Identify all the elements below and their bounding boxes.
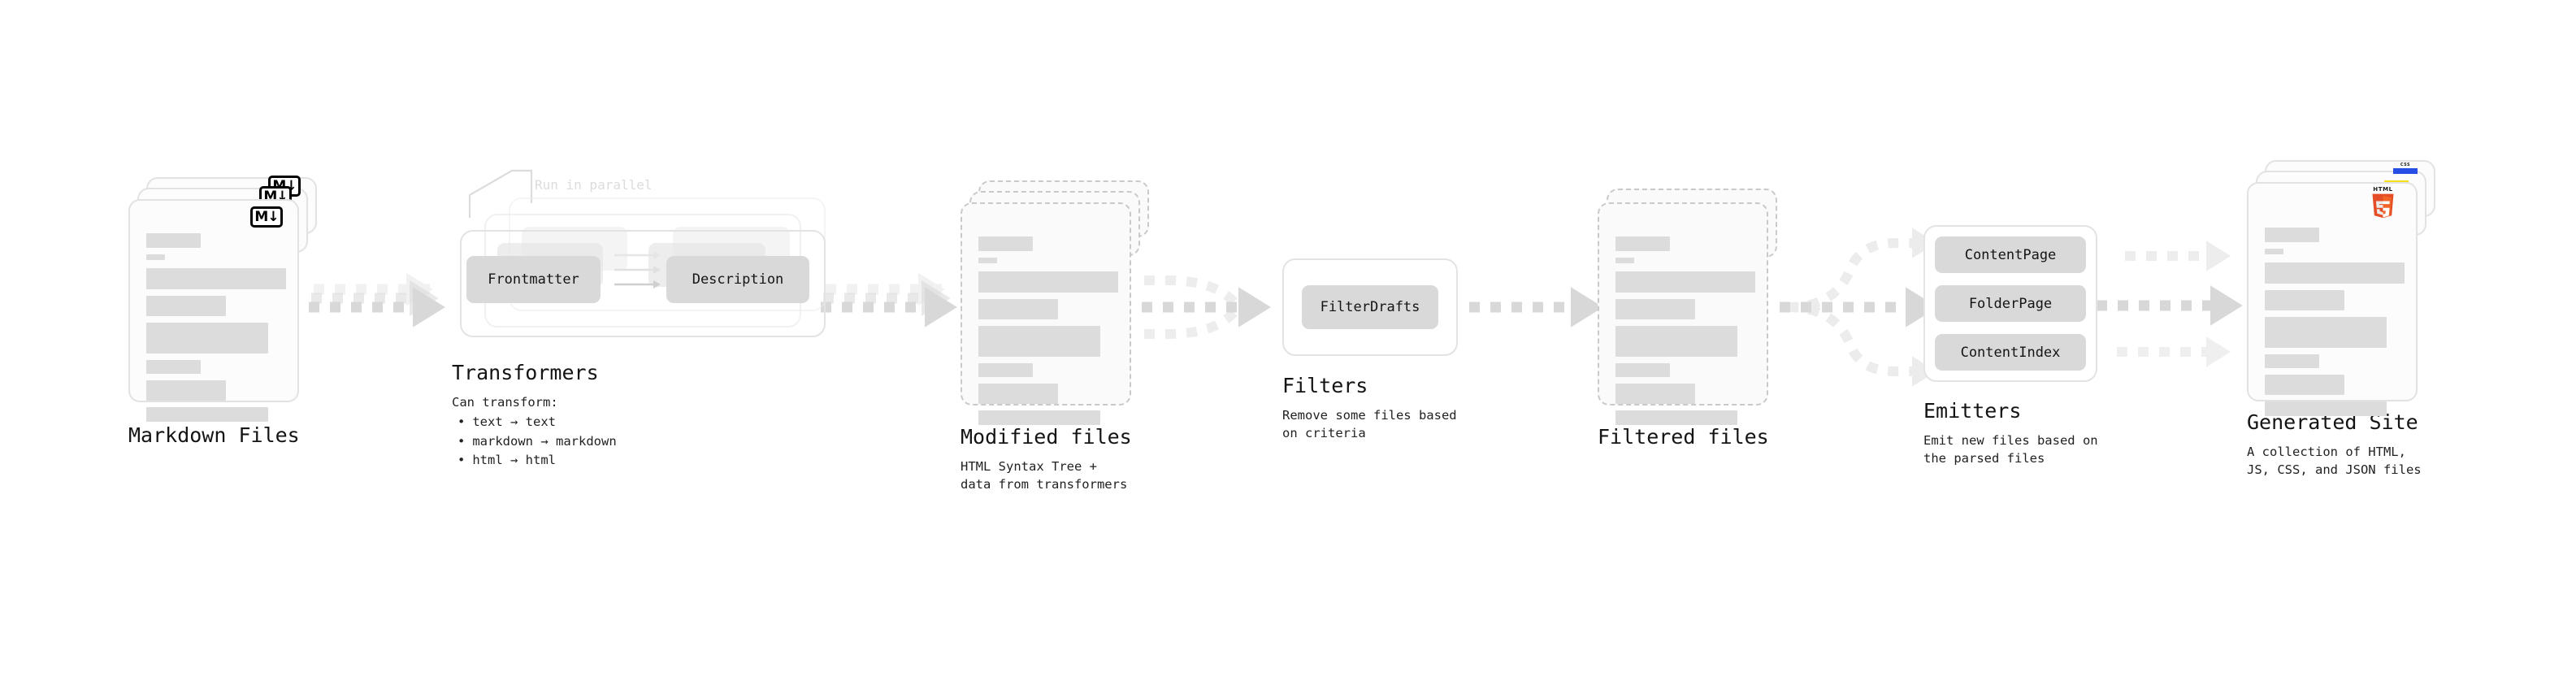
pill-filterdrafts[interactable]: FilterDrafts	[1302, 285, 1438, 329]
stage-filtered-files: Filtered files	[1598, 180, 1786, 449]
stage-modified-files: Modified files HTML Syntax Tree + data f…	[961, 180, 1149, 494]
stage-emitters: ContentPage FolderPage ContentIndex Emit…	[1923, 225, 2098, 468]
filtered-content-skeleton	[1615, 232, 1755, 425]
stage-subtitle-emitters: Emit new files based on the parsed files	[1923, 433, 2098, 466]
conn-modified-to-filters	[1142, 275, 1271, 339]
css3-icon: CSS	[2393, 163, 2418, 174]
run-in-parallel-label: Run in parallel	[535, 177, 653, 193]
stage-transformers: Frontmatter Description Run in parallel …	[452, 177, 834, 470]
stage-generated-site: CSS HTML Generated Site A collection of …	[2247, 160, 2435, 479]
stage-title-transformers: Transformers	[452, 361, 599, 384]
transformers-stack: Frontmatter Description	[452, 197, 834, 368]
emitters-box-wrap: ContentPage FolderPage ContentIndex	[1923, 225, 2097, 382]
stage-subtitle-transformers: Can transform:	[452, 395, 558, 410]
conn-transformers-to-modified	[821, 272, 957, 327]
conn-filters-to-filtered	[1469, 287, 1603, 327]
conn-emitters-to-site	[2097, 241, 2243, 367]
stage-title-filters: Filters	[1282, 374, 1368, 397]
stage-subtitle-modified-files: HTML Syntax Tree + data from transformer…	[961, 459, 1128, 492]
transform-bullet-0: text → text	[452, 413, 834, 432]
filters-box-wrap: FilterDrafts	[1282, 258, 1458, 356]
conn-md-to-transformers	[309, 272, 445, 327]
generated-file-stack: CSS HTML	[2247, 160, 2435, 416]
transformer-internal-arrows	[614, 251, 661, 288]
stage-markdown-files: M↓ M↓ M↓ Markdown Files	[128, 176, 317, 447]
pill-contentindex[interactable]: ContentIndex	[1935, 334, 2086, 371]
stage-filters: FilterDrafts Filters Remove some files b…	[1282, 258, 1458, 443]
stage-title-modified-files: Modified files	[961, 425, 1132, 449]
stage-subtitle-filters: Remove some files based on criteria	[1282, 408, 1457, 441]
markdown-icon: M↓	[250, 206, 283, 228]
pill-frontmatter[interactable]: Frontmatter	[466, 256, 601, 303]
markdown-file-stack: M↓ M↓ M↓	[128, 176, 317, 422]
conn-filtered-to-emitters	[1780, 228, 1938, 387]
pill-description[interactable]: Description	[666, 256, 809, 303]
site-content-skeleton	[2265, 211, 2405, 416]
site-sheet-front	[2247, 182, 2418, 416]
html5-shield	[2372, 193, 2394, 219]
file-content-skeleton	[146, 228, 286, 422]
transformers-bullet-list: text → text markdown → markdown html → h…	[452, 413, 834, 470]
filtered-file-stack	[1598, 180, 1786, 425]
transformer-layer-1	[460, 230, 826, 337]
pill-folderpage[interactable]: FolderPage	[1935, 285, 2086, 322]
stage-title-emitters: Emitters	[1923, 399, 2022, 423]
html5-icon: HTML	[2370, 187, 2396, 226]
file-sheet-front	[128, 199, 299, 422]
stage-subtitle-generated-site: A collection of HTML, JS, CSS, and JSON …	[2247, 445, 2422, 478]
stage-title-filtered-files: Filtered files	[1598, 425, 1769, 449]
transform-bullet-2: html → html	[452, 451, 834, 470]
modified-sheet-front	[961, 202, 1131, 425]
css3-icon-label: CSS	[2400, 163, 2411, 167]
modified-file-stack	[961, 180, 1149, 425]
filtered-sheet-front	[1598, 202, 1768, 425]
pill-contentpage[interactable]: ContentPage	[1935, 236, 2086, 273]
transform-bullet-1: markdown → markdown	[452, 432, 834, 451]
modified-content-skeleton	[978, 232, 1118, 425]
html5-icon-label: HTML	[2373, 186, 2393, 193]
stage-title-markdown-files: Markdown Files	[128, 423, 300, 447]
